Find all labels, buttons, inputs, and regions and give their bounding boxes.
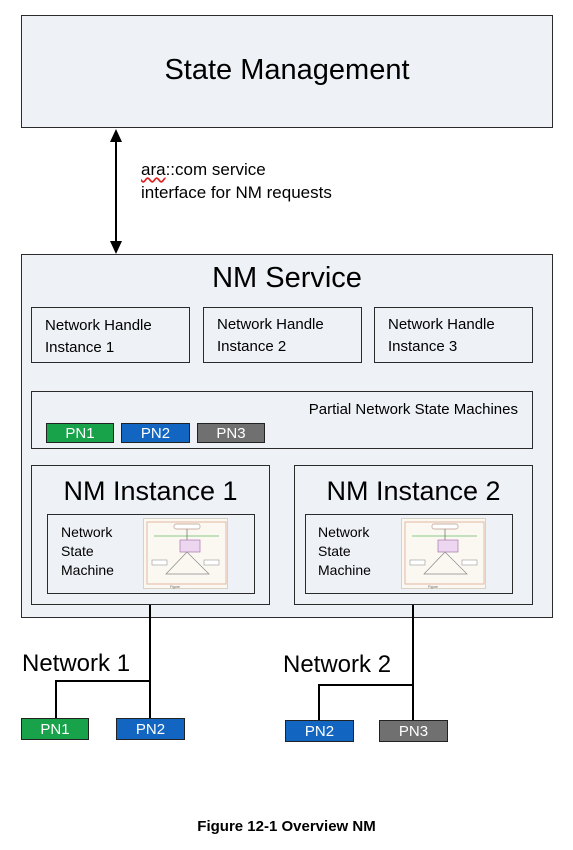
network-2-pn2: PN2 (285, 720, 354, 742)
network-2-drop-pn2 (318, 684, 320, 720)
machine-2-line1: Network (318, 524, 370, 540)
interface-label-line1: ara::com service (141, 160, 266, 180)
network-2-label: Network 2 (283, 651, 394, 679)
handle-2-line1: Network Handle (217, 316, 324, 333)
machine-1-line3: Machine (61, 562, 114, 578)
network-1-drop-pn1 (55, 680, 57, 718)
machine-2-line2: State (318, 543, 351, 559)
machine-2-line3: Machine (318, 562, 371, 578)
nm-instance-1-title: NM Instance 1 (63, 476, 238, 506)
network-1-pn1: PN1 (21, 718, 89, 740)
pn3-badge: PN3 (197, 423, 265, 443)
machine-1-line1: Network (61, 524, 113, 540)
ara-term: ara (141, 160, 166, 179)
handle-1-line1: Network Handle (45, 317, 152, 334)
network-1-label: Network 1 (22, 650, 133, 678)
interface-label-line2: interface for NM requests (141, 183, 332, 202)
nm-service-title: NM Service (212, 262, 362, 294)
network-1-trunk (149, 605, 151, 718)
network-handle-instance-1: Network Handle Instance 1 (31, 307, 190, 363)
state-machine-sketch-2: Figure (404, 521, 485, 589)
state-machine-diagram-thumbnail-1: Figure (143, 518, 228, 589)
nm-instance-2-title: NM Instance 2 (326, 476, 501, 506)
state-management-title: State Management (164, 54, 410, 86)
network-2-pn3: PN3 (379, 720, 448, 742)
handle-3-line2: Instance 3 (388, 338, 458, 355)
handle-2-line2: Instance 2 (217, 338, 287, 355)
partial-network-box: Partial Network State Machines (31, 391, 533, 449)
partial-network-title: Partial Network State Machines (308, 401, 518, 418)
network-1-pn2: PN2 (116, 718, 185, 740)
svg-text:Figure: Figure (428, 585, 438, 589)
pn2-badge: PN2 (121, 423, 190, 443)
handle-1-line2: Instance 1 (45, 339, 115, 356)
network-handle-instance-2: Network Handle Instance 2 (203, 307, 362, 363)
figure-caption: Figure 12-1 Overview NM (197, 818, 376, 835)
svg-text:Figure: Figure (170, 585, 180, 589)
network-handle-instance-3: Network Handle Instance 3 (374, 307, 533, 363)
pn1-badge: PN1 (46, 423, 114, 443)
state-machine-sketch-1: Figure (146, 521, 227, 589)
machine-1-line2: State (61, 543, 94, 559)
state-management-box: State Management (21, 15, 553, 128)
state-machine-diagram-thumbnail-2: Figure (401, 518, 486, 589)
network-2-bus (318, 684, 414, 686)
network-1-bus (55, 680, 151, 682)
network-2-trunk (412, 605, 414, 720)
interface-label-rest: ::com service (165, 160, 266, 179)
handle-3-line1: Network Handle (388, 316, 495, 333)
